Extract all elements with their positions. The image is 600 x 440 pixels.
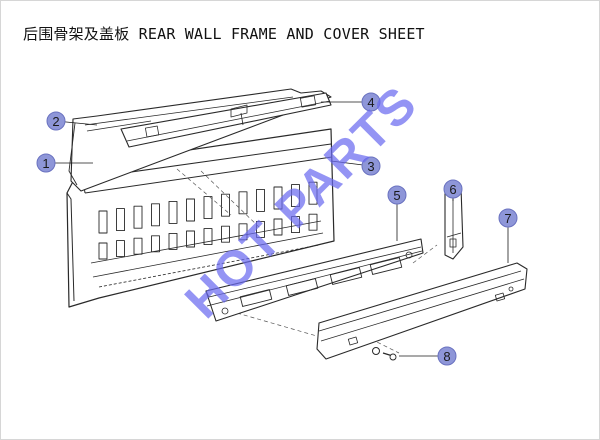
frame-slot bbox=[221, 225, 230, 243]
callout-7-number: 7 bbox=[504, 211, 511, 226]
callout-4: 4 bbox=[361, 92, 381, 112]
frame-slot bbox=[133, 205, 143, 229]
assembly-lines bbox=[176, 168, 438, 354]
callout-2: 2 bbox=[46, 111, 66, 131]
callout-5-balloon bbox=[387, 185, 407, 205]
frame-slot bbox=[238, 191, 248, 215]
frame-slot bbox=[273, 186, 283, 210]
callout-2-balloon bbox=[46, 111, 66, 131]
frame-slot bbox=[151, 235, 160, 253]
frame-slot bbox=[291, 184, 300, 208]
frame-slot bbox=[221, 193, 230, 217]
rear-wall-frame bbox=[66, 128, 335, 308]
frame-slot bbox=[116, 240, 125, 258]
frame-slot bbox=[238, 223, 248, 241]
frame-slot bbox=[203, 196, 213, 220]
frame-slot bbox=[203, 228, 213, 246]
frame-slot bbox=[256, 188, 265, 212]
callout-4-number: 4 bbox=[367, 95, 374, 110]
frame-slot bbox=[308, 181, 318, 205]
callout-5: 5 bbox=[387, 185, 407, 205]
callout-6: 6 bbox=[443, 179, 463, 199]
frame-slot bbox=[116, 208, 125, 232]
lower-cover-sheet bbox=[316, 262, 528, 360]
frame-slot bbox=[168, 200, 178, 224]
callout-5-number: 5 bbox=[393, 188, 400, 203]
bracket bbox=[444, 180, 464, 260]
frame-slot bbox=[186, 198, 195, 222]
top-rail bbox=[120, 92, 332, 148]
callout-7: 7 bbox=[498, 208, 518, 228]
cover-sheet bbox=[205, 238, 424, 322]
callouts: 1 2 3 4 5 6 7 8 bbox=[36, 92, 518, 366]
callout-8: 8 bbox=[437, 346, 457, 366]
callout-6-balloon bbox=[443, 179, 463, 199]
frame-slot bbox=[273, 218, 283, 236]
frame-slot bbox=[186, 230, 195, 248]
bolt bbox=[372, 347, 397, 361]
callout-7-balloon bbox=[498, 208, 518, 228]
callout-1: 1 bbox=[36, 153, 56, 173]
callout-3-balloon bbox=[361, 156, 381, 176]
callout-8-balloon bbox=[437, 346, 457, 366]
callout-3-number: 3 bbox=[367, 159, 374, 174]
page-title: 后围骨架及盖板 REAR WALL FRAME AND COVER SHEET bbox=[23, 25, 425, 43]
frame-slot bbox=[308, 213, 318, 231]
frame-slot bbox=[168, 232, 178, 250]
callout-3: 3 bbox=[361, 156, 381, 176]
frame-slot bbox=[151, 203, 160, 227]
frame-slot bbox=[256, 220, 265, 238]
callout-8-number: 8 bbox=[443, 349, 450, 364]
frame-slot bbox=[98, 242, 108, 260]
frame-slot bbox=[98, 210, 108, 234]
callout-6-number: 6 bbox=[449, 182, 456, 197]
callout-4-balloon bbox=[361, 92, 381, 112]
callout-2-number: 2 bbox=[52, 114, 59, 129]
callout-1-balloon bbox=[36, 153, 56, 173]
callout-1-number: 1 bbox=[42, 156, 49, 171]
